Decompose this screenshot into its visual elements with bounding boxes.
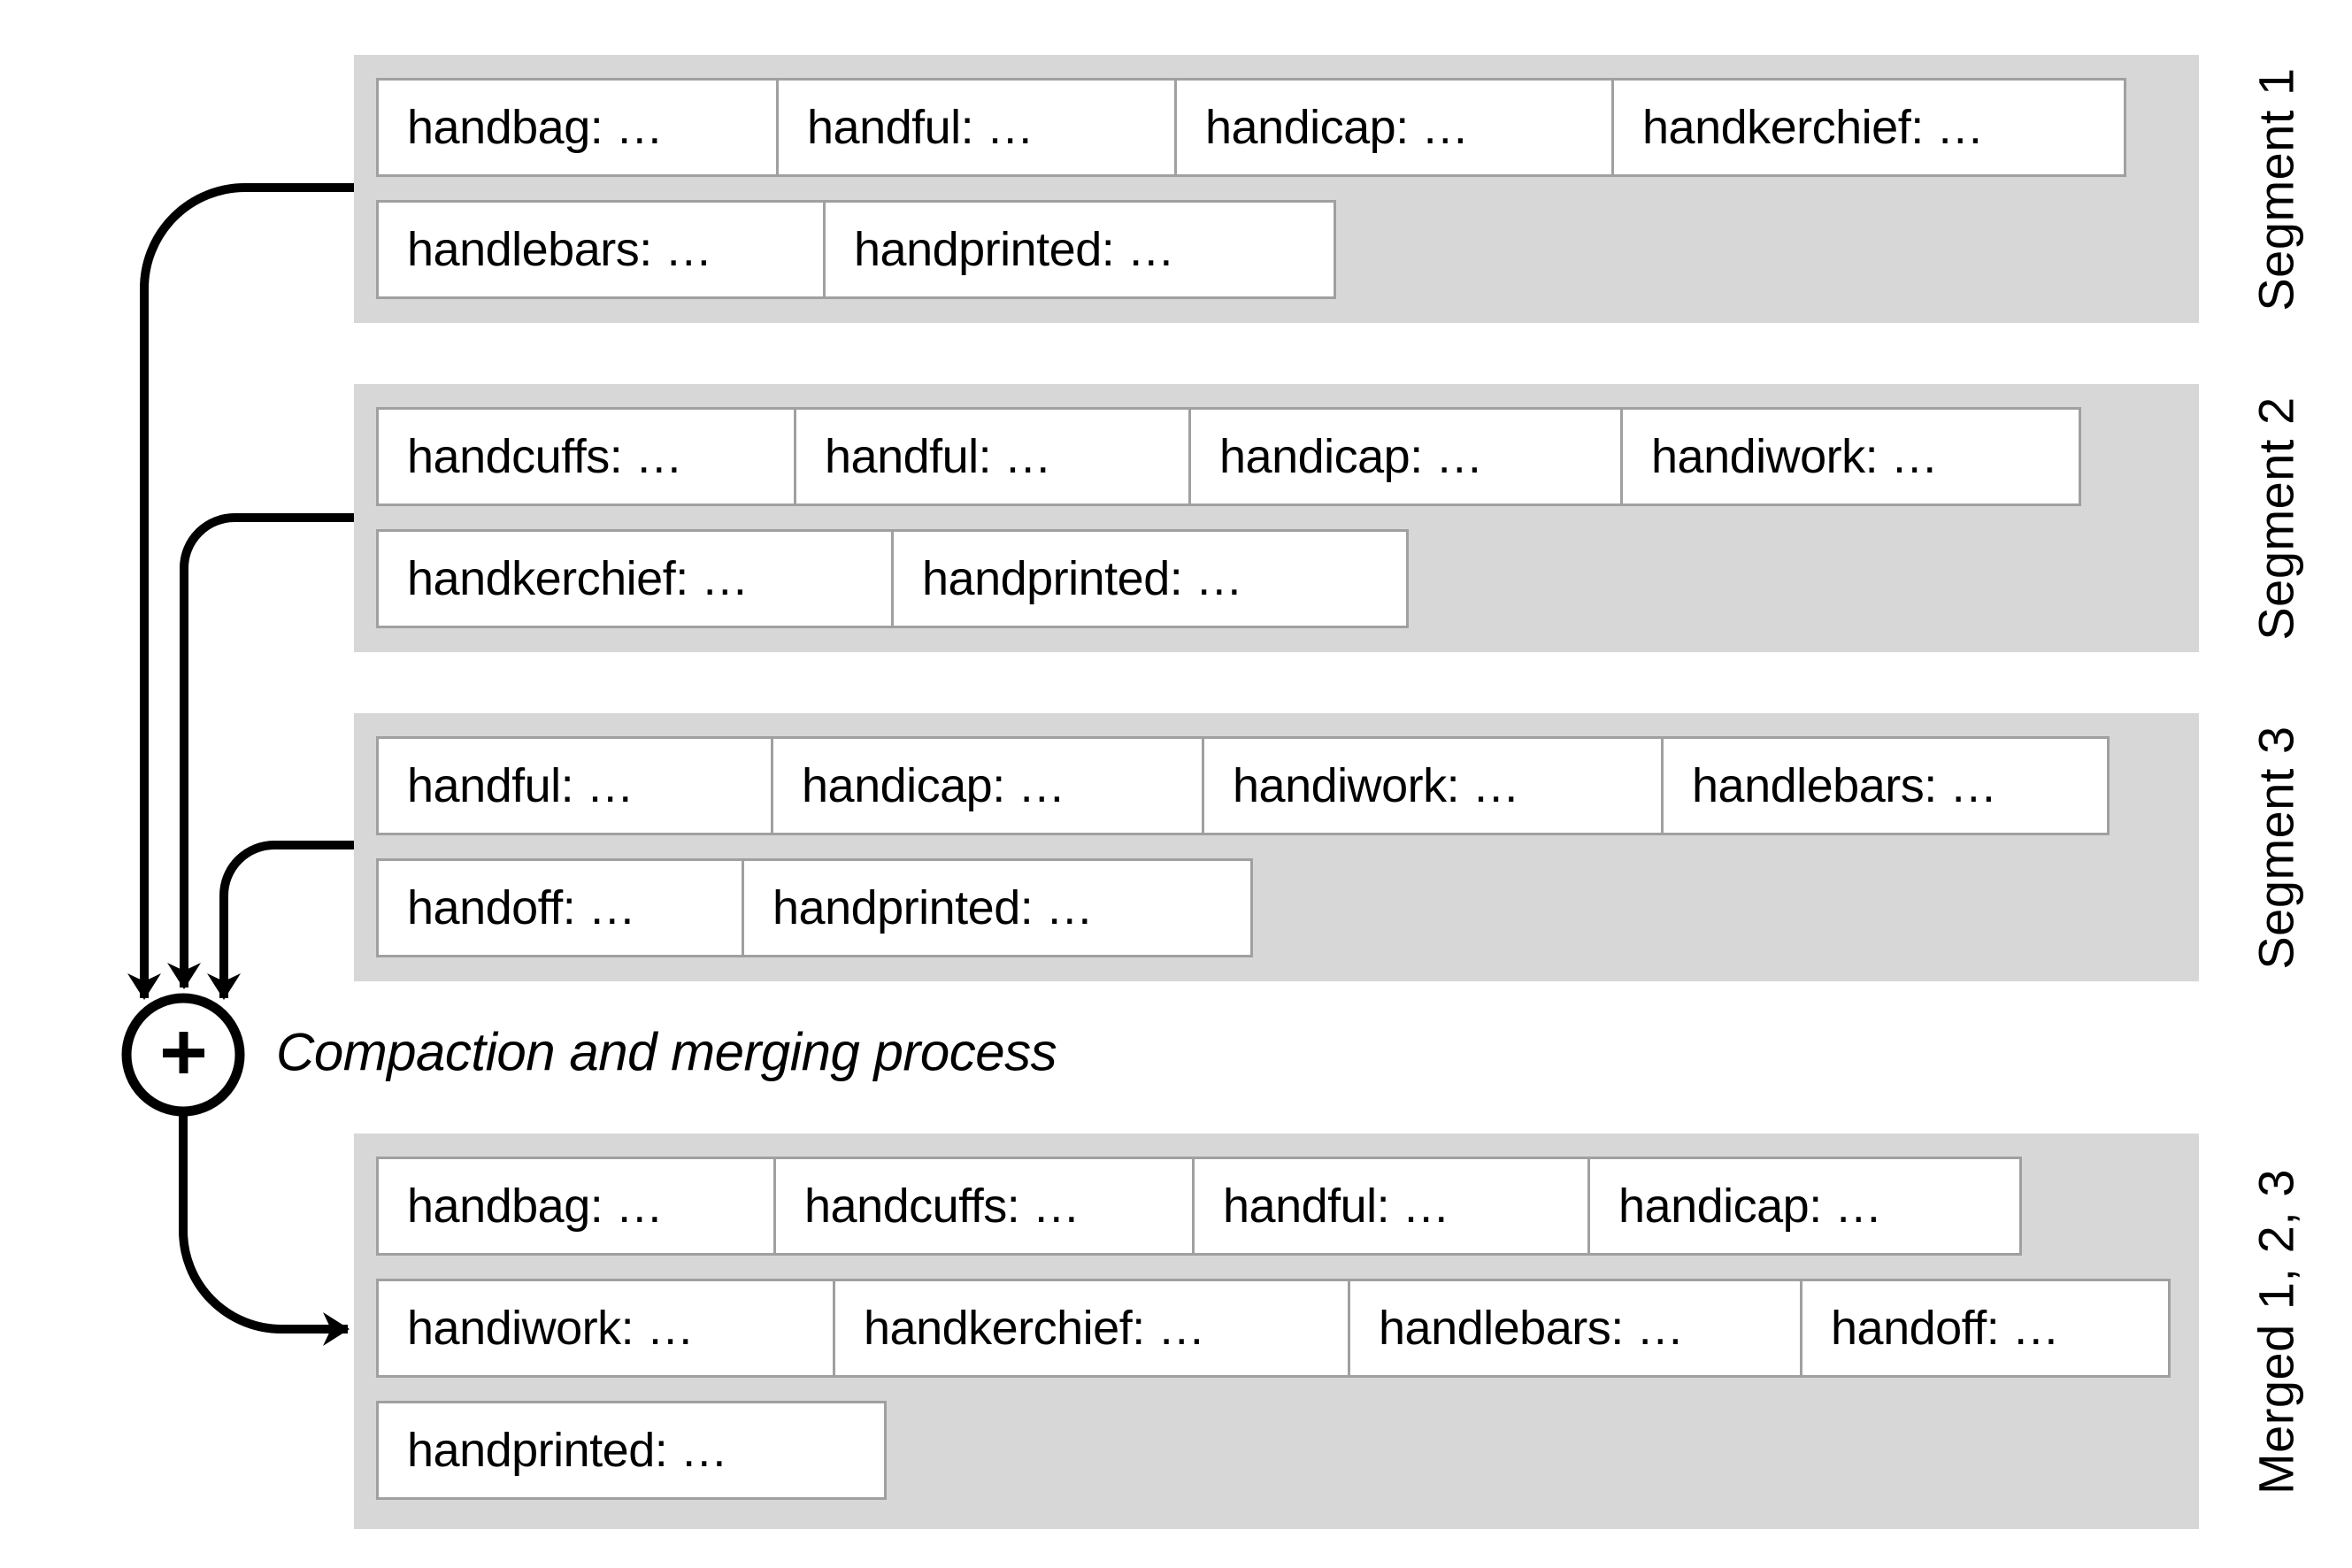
term-box: handbag: … <box>376 1157 776 1256</box>
merge-node-circle <box>121 993 245 1117</box>
term-box: handiwork: … <box>376 1279 835 1378</box>
merged-row-1: handbag: …handcuffs: …handful: …handicap… <box>376 1157 2022 1256</box>
segment-1-label: Segment 1 <box>2248 66 2304 311</box>
term-box: handprinted: … <box>742 858 1253 957</box>
term-box: handprinted: … <box>823 200 1336 299</box>
term-box: handiwork: … <box>1202 736 1664 835</box>
term-box: handoff: … <box>1800 1279 2171 1378</box>
term-box: handkerchief: … <box>1611 78 2126 177</box>
segment-2-band: handcuffs: …handful: …handicap: …handiwo… <box>354 384 2199 652</box>
term-box: handcuffs: … <box>376 407 796 506</box>
merged-band: handbag: …handcuffs: …handful: …handicap… <box>354 1134 2199 1529</box>
term-box: handful: … <box>776 78 1177 177</box>
term-box: handcuffs: … <box>773 1157 1195 1256</box>
term-box: handlebars: … <box>376 200 826 299</box>
segment-1-row-2: handlebars: …handprinted: … <box>376 200 1336 299</box>
segment-3-label: Segment 3 <box>2248 725 2304 970</box>
term-box: handbag: … <box>376 78 779 177</box>
term-box: handkerchief: … <box>833 1279 1350 1378</box>
merged-label: Merged 1, 2, 3 <box>2248 1168 2304 1495</box>
term-box: handkerchief: … <box>376 529 894 628</box>
term-box: handicap: … <box>1188 407 1623 506</box>
term-box: handful: … <box>794 407 1191 506</box>
term-box: handicap: … <box>1587 1157 2022 1256</box>
segment-2-label: Segment 2 <box>2248 396 2304 641</box>
term-box: handicap: … <box>1174 78 1614 177</box>
term-box: handicap: … <box>771 736 1204 835</box>
term-box: handlebars: … <box>1661 736 2110 835</box>
arrow-segment1-to-merge-node <box>127 183 354 1000</box>
arrow-segment3-to-merge-node <box>207 841 354 1000</box>
segment-3-row-1: handful: …handicap: …handiwork: …handleb… <box>376 736 2110 835</box>
segment-3-row-2: handoff: …handprinted: … <box>376 858 1253 957</box>
segment-3-band: handful: …handicap: …handiwork: …handleb… <box>354 713 2199 981</box>
merged-row-2: handiwork: …handkerchief: …handlebars: …… <box>376 1279 2171 1378</box>
merged-row-3: handprinted: … <box>376 1401 887 1500</box>
term-box: handiwork: … <box>1620 407 2081 506</box>
arrow-segment2-to-merge-node <box>167 513 354 989</box>
segment-2-row-1: handcuffs: …handful: …handicap: …handiwo… <box>376 407 2081 506</box>
term-box: handlebars: … <box>1348 1279 1802 1378</box>
arrow-merge-node-to-merged-band <box>179 1114 350 1346</box>
term-box: handful: … <box>1192 1157 1590 1256</box>
term-box: handprinted: … <box>891 529 1409 628</box>
segment-1-band: handbag: …handful: …handicap: …handkerch… <box>354 55 2199 323</box>
term-box: handoff: … <box>376 858 744 957</box>
process-caption: Compaction and merging process <box>276 1022 1057 1082</box>
term-box: handprinted: … <box>376 1401 887 1500</box>
segment-2-row-2: handkerchief: …handprinted: … <box>376 529 1409 628</box>
segment-1-row-1: handbag: …handful: …handicap: …handkerch… <box>376 78 2126 177</box>
plus-icon <box>163 1032 204 1073</box>
term-box: handful: … <box>376 736 773 835</box>
